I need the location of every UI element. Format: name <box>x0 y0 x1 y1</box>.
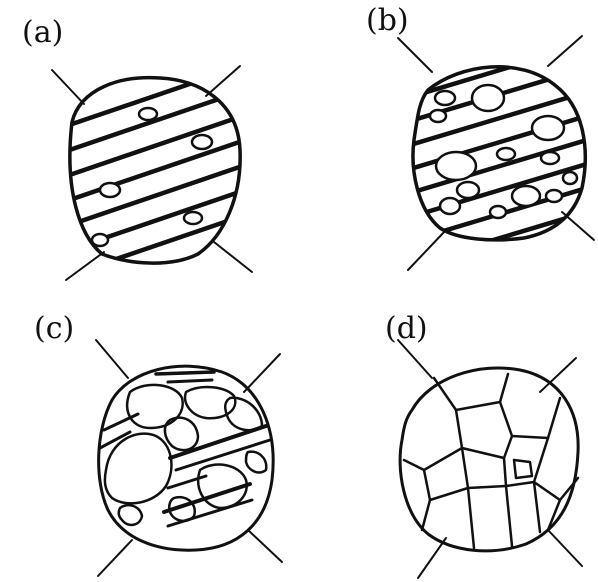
panel-a-boundary-bl <box>66 252 104 280</box>
panel-c-boundary-bl <box>98 540 132 576</box>
panel-c-grain <box>96 340 282 576</box>
panel-b-lamellae <box>400 40 598 292</box>
panel-b-boundary-tl <box>398 38 432 72</box>
panel-b-grain <box>398 36 598 292</box>
panel-b-boundary-tr <box>548 36 582 66</box>
panel-d-boundary-bl <box>418 538 446 578</box>
panel-d-new-grains <box>404 374 578 548</box>
panel-d-boundary-br <box>548 530 582 566</box>
panel-a-boundary-tr <box>206 66 240 96</box>
panel-d-boundary-tl <box>398 340 432 378</box>
panel-c-boundary-br <box>248 530 282 562</box>
panel-c-boundary-tr <box>244 354 280 392</box>
panel-d-grain <box>398 340 582 578</box>
panel-a-boundary-tl <box>52 70 84 104</box>
panel-b-boundary-bl <box>408 230 446 270</box>
panel-d-boundary-tr <box>540 358 576 392</box>
panel-a-nuclei <box>92 108 212 246</box>
panel-a-boundary-br <box>214 242 252 272</box>
panel-a-grain <box>40 60 260 335</box>
panel-c-boundary-tl <box>96 340 128 378</box>
